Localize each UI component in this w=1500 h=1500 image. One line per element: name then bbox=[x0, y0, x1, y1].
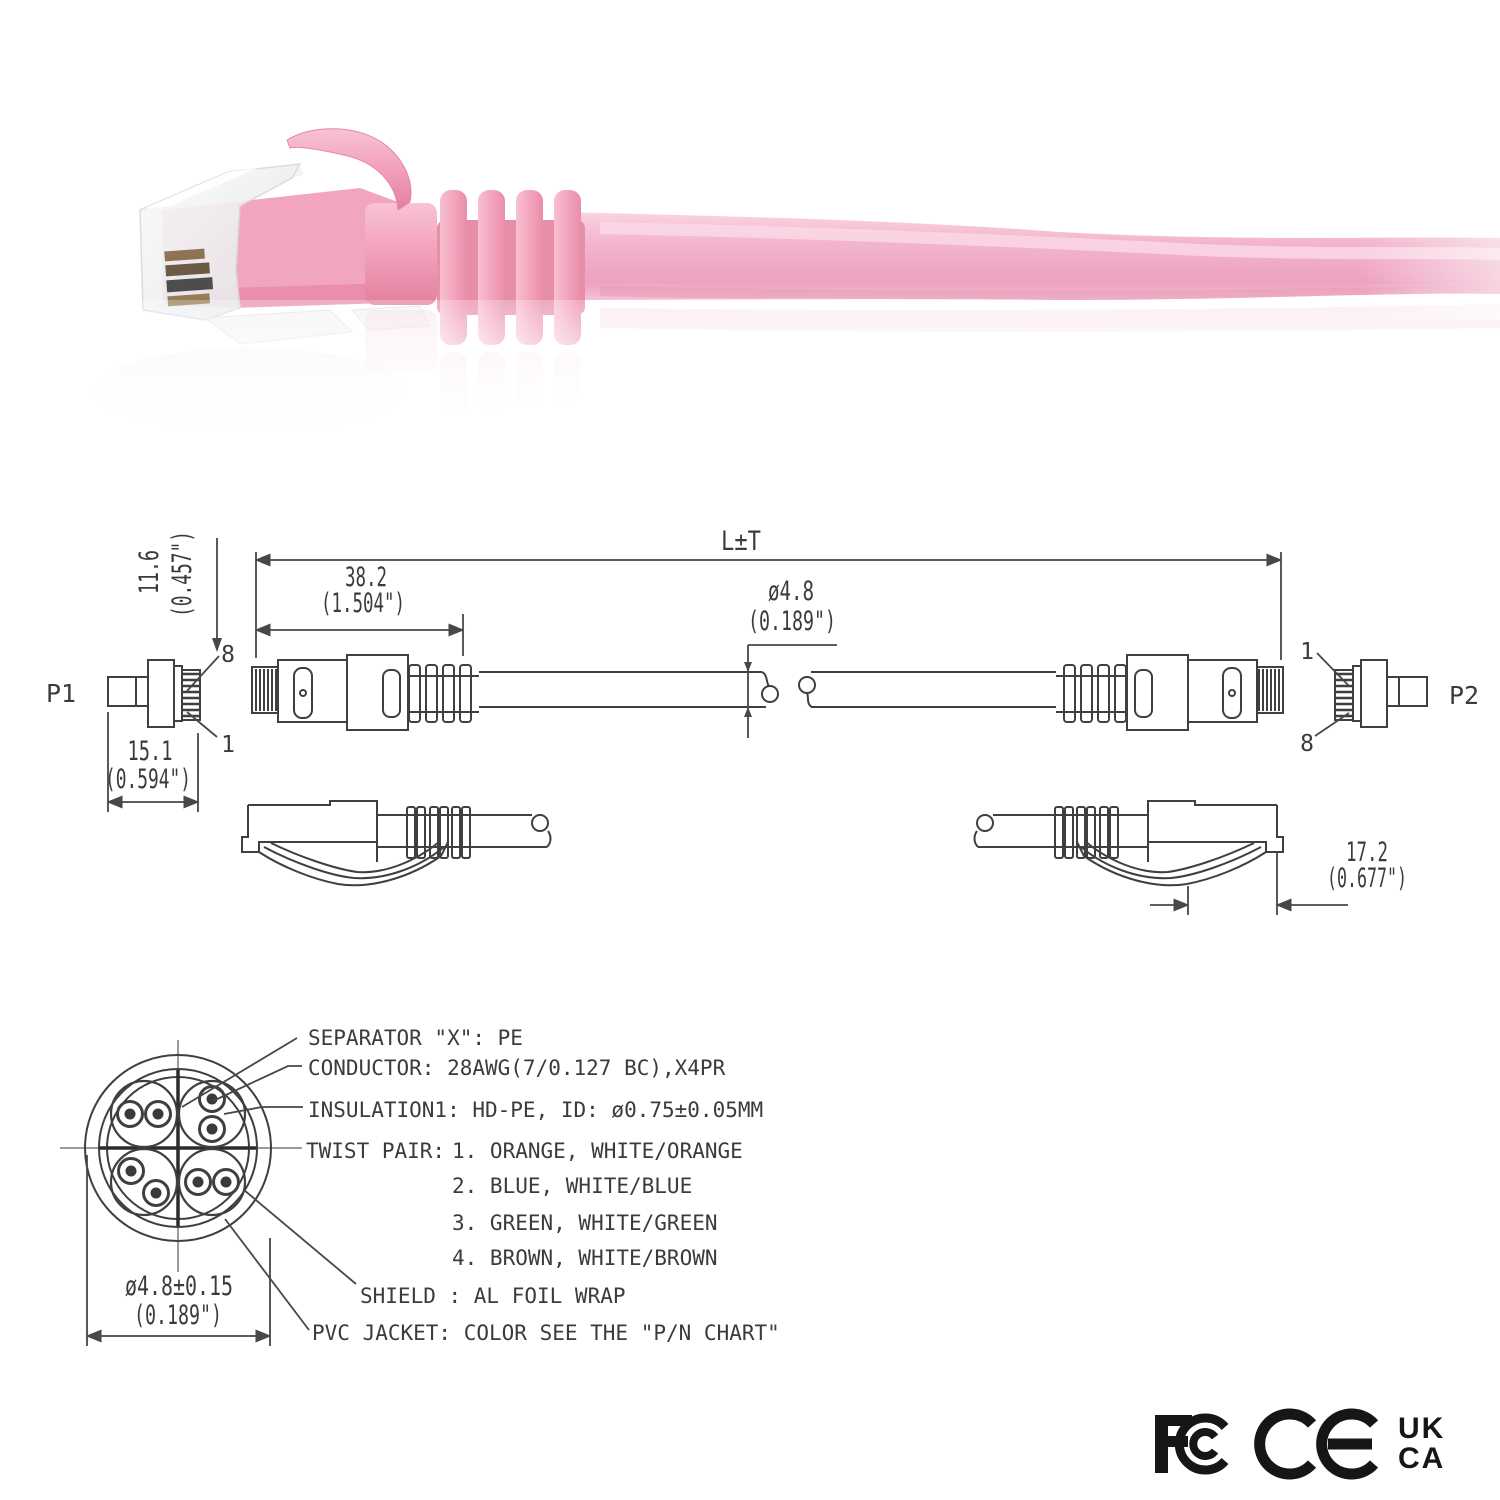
callout-conductor: CONDUCTOR: 28AWG(7/0.127 BC),X4PR bbox=[308, 1056, 726, 1080]
cable-shadow bbox=[600, 286, 1500, 300]
fcc-logo bbox=[1155, 1413, 1229, 1475]
cross-od-ext bbox=[86, 1155, 271, 1346]
dim-latch-mm: 17.2 bbox=[1346, 837, 1388, 868]
pin-1-right: 1 bbox=[1300, 639, 1314, 665]
pin-8-left-leader bbox=[186, 655, 220, 692]
shield-leader bbox=[243, 1189, 357, 1285]
dim-cable-od-in: (0.189") bbox=[748, 606, 836, 637]
ukca-line1: UK bbox=[1398, 1412, 1445, 1445]
left-latch-view bbox=[241, 800, 552, 887]
dim-plug-length-mm: 38.2 bbox=[345, 562, 387, 593]
shield-circle bbox=[98, 1068, 258, 1228]
dim-plug-width-mm: 15.1 bbox=[128, 736, 173, 767]
dim-plug-height-arrow bbox=[212, 638, 222, 652]
cross-od-mm: ø4.8±0.15 bbox=[125, 1271, 233, 1302]
technical-drawing: P1 P2 8 1 1 8 L±T 38.2 (1.504") 11.6 (0.… bbox=[46, 526, 1479, 915]
conductors bbox=[116, 1085, 240, 1207]
dim-plug-height-mm: 11.6 bbox=[134, 550, 165, 594]
insulation-leader bbox=[223, 1106, 303, 1115]
separator-x bbox=[100, 1070, 256, 1226]
dim-plug-height-in: (0.457") bbox=[167, 531, 198, 617]
clear-top-highlight bbox=[145, 168, 258, 208]
twisted-pairs bbox=[109, 1079, 247, 1217]
pin-1-right-leader bbox=[1316, 652, 1350, 687]
boot-collar bbox=[365, 203, 437, 305]
dim-cable-od-arrow-bottom bbox=[744, 707, 752, 717]
p1-label: P1 bbox=[46, 679, 76, 708]
pin-1-left: 1 bbox=[221, 732, 235, 758]
cable-photo bbox=[0, 128, 1500, 460]
callout-pvc-jacket: PVC JACKET: COLOR SEE THE "P/N CHART" bbox=[312, 1321, 780, 1345]
callout-separator: SEPARATOR "X": PE bbox=[308, 1026, 523, 1050]
pin-8-right-leader bbox=[1314, 712, 1350, 737]
separator-leader bbox=[181, 1037, 298, 1108]
ce-logo bbox=[1254, 1408, 1379, 1480]
conductor-leader bbox=[212, 1065, 302, 1102]
cable-right-fade bbox=[1360, 200, 1500, 320]
pin-1-left-leader bbox=[186, 711, 218, 738]
ukca-line2: CA bbox=[1398, 1442, 1445, 1475]
centerlines bbox=[60, 1040, 302, 1272]
cable-highlight bbox=[600, 222, 1500, 260]
right-connector-views bbox=[1054, 653, 1429, 732]
pin-8-right: 8 bbox=[1300, 731, 1314, 757]
callout-insulation: INSULATION1: HD-PE, ID: ø0.75±0.05MM bbox=[308, 1098, 763, 1122]
right-latch-view bbox=[973, 800, 1284, 887]
pin-8-left: 8 bbox=[221, 642, 235, 668]
cable-lines bbox=[479, 671, 1056, 708]
callout-pair-4: 4. BROWN, WHITE/BROWN bbox=[452, 1246, 718, 1270]
callout-pair-3: 3. GREEN, WHITE/GREEN bbox=[452, 1211, 718, 1235]
dim-latch-ext bbox=[1187, 852, 1278, 915]
dim-cable-od-arrow-top bbox=[744, 662, 752, 672]
p2-label: P2 bbox=[1449, 681, 1479, 710]
pvc-jacket-leader bbox=[224, 1218, 310, 1331]
dim-overall-length-ext bbox=[255, 552, 1282, 660]
ukca-logo: UK CA bbox=[1398, 1412, 1445, 1475]
callout-pair-2: 2. BLUE, WHITE/BLUE bbox=[452, 1174, 692, 1198]
dim-plug-width-ext bbox=[107, 712, 199, 812]
dim-overall-length: L±T bbox=[721, 526, 761, 557]
certification-logos: UK CA bbox=[1155, 1408, 1445, 1480]
boot-web bbox=[437, 220, 585, 315]
cross-od-in: (0.189") bbox=[134, 1300, 222, 1331]
dim-cable-od-leader bbox=[747, 644, 837, 738]
left-connector-views bbox=[106, 653, 481, 732]
reflection-wash bbox=[0, 300, 1500, 460]
dim-latch-in: (0.677") bbox=[1327, 863, 1407, 894]
boot-latch-trigger bbox=[286, 128, 412, 211]
dim-plug-length-in: (1.504") bbox=[321, 588, 405, 619]
callout-pair-1: 1. ORANGE, WHITE/ORANGE bbox=[452, 1139, 743, 1163]
pvc-jacket-circle bbox=[84, 1054, 272, 1242]
dim-cable-od-mm: ø4.8 bbox=[768, 576, 814, 607]
callout-twist-pair-label: TWIST PAIR: bbox=[306, 1139, 445, 1163]
cable-cross-section: ø4.8±0.15 (0.189") SEPARATOR "X": PE CON… bbox=[60, 1026, 780, 1346]
callout-shield: SHIELD : AL FOIL WRAP bbox=[360, 1284, 626, 1308]
dim-plug-width-in: (0.594") bbox=[105, 764, 191, 795]
